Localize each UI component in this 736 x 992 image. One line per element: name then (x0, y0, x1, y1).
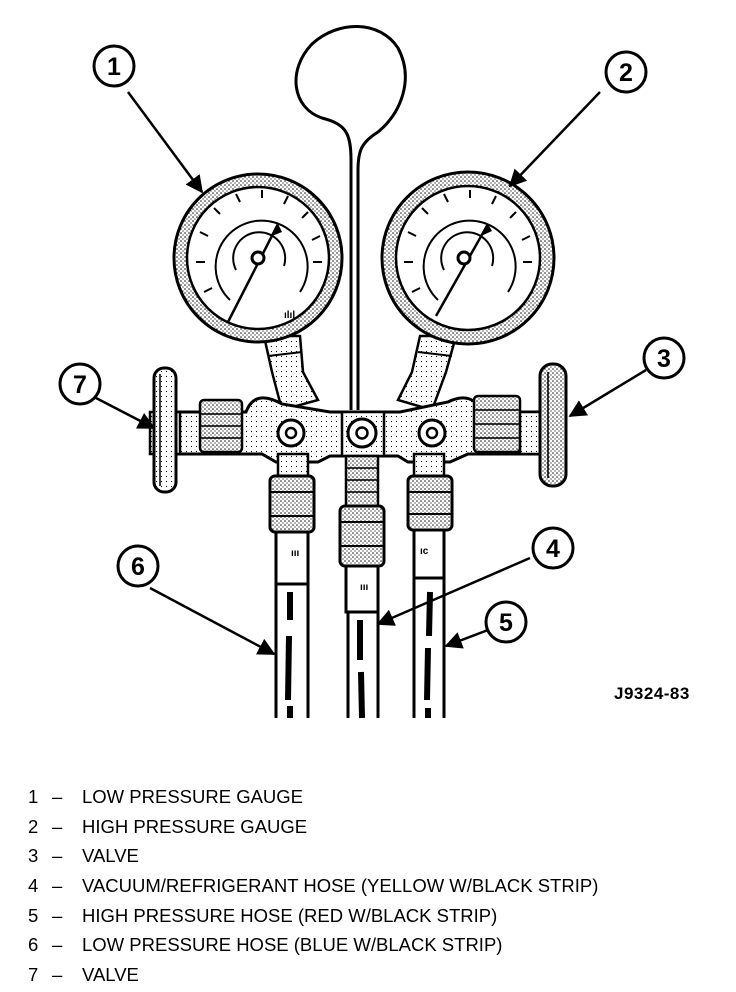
legend-text: HIGH PRESSURE HOSE (RED W/BLACK STRIP) (82, 904, 498, 926)
svg-text:2: 2 (619, 59, 633, 87)
legend-number: 5 (28, 904, 39, 926)
gauge-stem-high (396, 334, 458, 412)
legend-dash: – (52, 815, 63, 837)
svg-text:ıc: ıc (420, 546, 429, 557)
legend-text: LOW PRESSURE HOSE (BLUE W/BLACK STRIP) (82, 934, 503, 956)
right-valve-handle (518, 362, 568, 488)
leader-arrow-1 (126, 91, 204, 194)
legend-text: VACUUM/REFRIGERANT HOSE (YELLOW W/BLACK … (82, 875, 599, 897)
legend-text: VALVE (82, 964, 139, 986)
leader-arrow-7 (95, 396, 156, 430)
legend-dash: – (52, 845, 63, 867)
figure-id: J9324-83 (614, 684, 690, 703)
legend-dash: – (52, 964, 63, 986)
legend-dash: – (52, 904, 63, 926)
leader-arrows (95, 91, 647, 656)
svg-text:6: 6 (131, 553, 145, 581)
callout-2: 2 (604, 50, 648, 94)
legend-number: 1 (28, 786, 39, 807)
leader-arrow-3 (568, 368, 647, 418)
leader-arrow-6 (149, 586, 276, 656)
legend-item: 1–LOW PRESSURE GAUGE (28, 784, 598, 814)
leader-arrow-5 (444, 628, 489, 649)
svg-text:ııı: ııı (291, 548, 300, 559)
callout-5: 5 (484, 600, 528, 644)
callout-1: 1 (92, 44, 136, 88)
legend-item: 4–VACUUM/REFRIGERANT HOSE (YELLOW W/BLAC… (28, 873, 598, 903)
high-pressure-hose: ıc (406, 452, 454, 718)
legend-dash: – (52, 786, 63, 807)
low-pressure-hose: ııı (268, 452, 316, 718)
legend-text: LOW PRESSURE GAUGE (82, 786, 304, 807)
legend-number: 3 (28, 845, 39, 867)
legend-item: 7–VALVE (28, 962, 598, 992)
legend-item: 5–HIGH PRESSURE HOSE (RED W/BLACK STRIP) (28, 903, 598, 933)
svg-text:ılıl: ılıl (284, 310, 295, 321)
leader-arrow-2 (508, 91, 601, 188)
svg-text:4: 4 (546, 535, 560, 563)
legend-number: 6 (28, 934, 39, 956)
callout-3: 3 (642, 336, 686, 380)
leader-arrow-4 (376, 556, 531, 626)
svg-text:1: 1 (107, 53, 121, 81)
hanging-hook (294, 25, 407, 410)
legend-number: 7 (28, 964, 39, 986)
callout-7: 7 (58, 362, 102, 406)
legend-number: 2 (28, 815, 39, 837)
vacuum-refrigerant-hose: ııı (338, 454, 386, 719)
left-valve-handle (148, 366, 182, 494)
svg-text:5: 5 (499, 609, 513, 637)
low-pressure-gauge: ılıl (172, 172, 344, 344)
callout-6: 6 (116, 544, 160, 588)
legend-text: HIGH PRESSURE GAUGE (82, 815, 308, 837)
manifold-body (176, 394, 542, 464)
high-pressure-gauge (380, 170, 556, 346)
legend-number: 4 (28, 875, 39, 897)
svg-text:ııı: ııı (360, 582, 369, 593)
legend-item: 2–HIGH PRESSURE GAUGE (28, 814, 598, 844)
callout-4: 4 (531, 526, 575, 570)
legend-dash: – (52, 934, 63, 956)
manifold-gauge-set-illustration: ılıl (58, 25, 686, 719)
svg-text:3: 3 (657, 345, 671, 373)
legend-dash: – (52, 875, 63, 897)
legend-list: 1–LOW PRESSURE GAUGE 2–HIGH PRESSURE GAU… (28, 784, 598, 992)
legend-text: VALVE (82, 845, 139, 867)
legend-item: 3–VALVE (28, 843, 598, 873)
legend-item: 6–LOW PRESSURE HOSE (BLUE W/BLACK STRIP) (28, 932, 598, 962)
svg-text:7: 7 (73, 371, 87, 399)
gauge-stem-low (262, 334, 320, 412)
